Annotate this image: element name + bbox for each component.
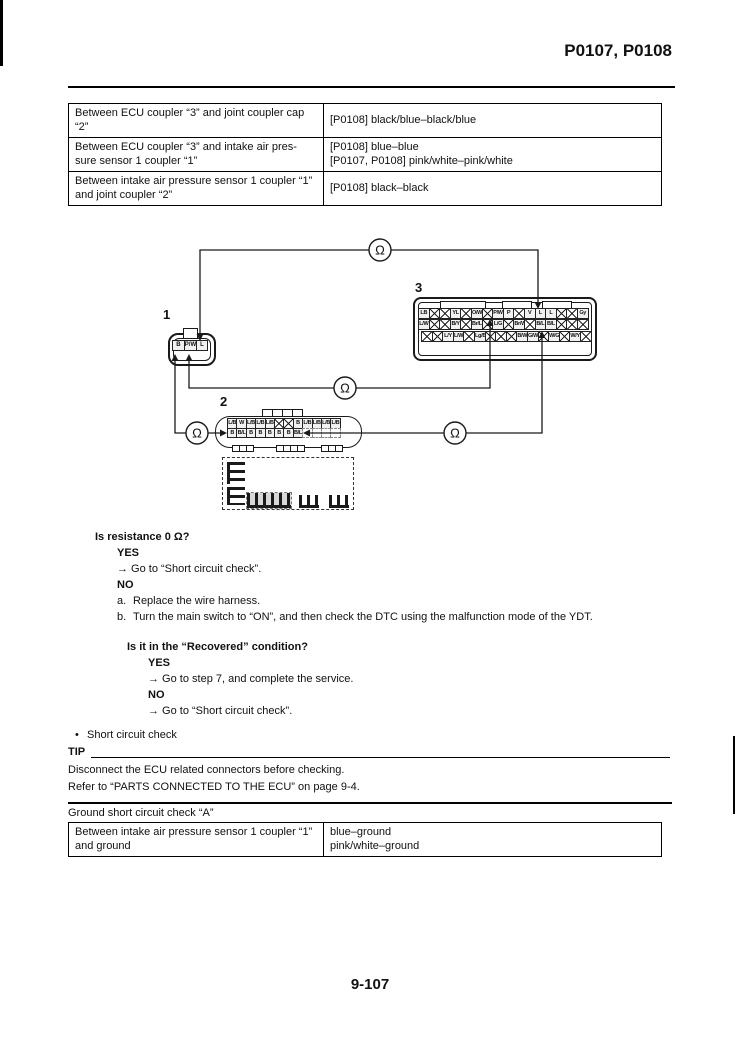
result-line: [P0108] black/blue–black/blue xyxy=(330,113,477,126)
wire-top-loop xyxy=(199,249,539,334)
ground-check-table: Between intake air pressure sensor 1 cou… xyxy=(68,822,662,857)
tip-line: Disconnect the ECU related connectors be… xyxy=(68,764,345,776)
connector-2-bottom-tabs xyxy=(276,445,305,452)
no-label: NO xyxy=(148,689,165,701)
tip-label: TIP xyxy=(68,746,86,758)
probe-arrow xyxy=(171,354,179,361)
check-item-cell: Between intake air pressure sensor 1 cou… xyxy=(68,171,324,206)
bullet-glyph: • xyxy=(75,729,79,741)
busbar-comb xyxy=(227,462,245,484)
bullet-item: • Short circuit check xyxy=(75,728,177,742)
probe-arrow xyxy=(538,331,546,338)
busbar-comb xyxy=(246,492,292,509)
probe-arrow xyxy=(303,429,310,437)
connector-tab xyxy=(335,445,343,452)
table-row: Between ECU coupler “3” and intake air p… xyxy=(68,137,662,172)
step-text: Turn the main switch to “ON”, and then c… xyxy=(133,611,593,623)
connector-2-bottom-tabs xyxy=(232,445,254,452)
header-rule xyxy=(68,86,675,88)
pin-cell-Gy: Gy xyxy=(576,308,589,319)
wiring-svg: Ω Ω Ω Ω xyxy=(171,238,546,445)
ohmmeter-symbol: Ω xyxy=(443,421,467,445)
pin-cell-blocked xyxy=(576,319,589,330)
probe-arrow xyxy=(534,302,542,309)
check-item-cell: Between ECU coupler “3” and intake air p… xyxy=(68,137,324,172)
probe-arrow xyxy=(220,429,227,437)
check-result-cell: [P0108] black/blue–black/blue xyxy=(323,103,662,138)
scan-edge-mark xyxy=(0,0,3,66)
ohm-glyph: Ω xyxy=(340,381,350,396)
ohmmeter-symbol: Ω xyxy=(185,421,209,445)
ohmmeter-symbol: Ω xyxy=(333,376,357,400)
wiring-check-table: Between ECU coupler “3” and joint couple… xyxy=(68,103,662,206)
table-row: Between intake air pressure sensor 1 cou… xyxy=(68,171,662,206)
connector-1-label: 1 xyxy=(163,307,171,322)
probe-arrow xyxy=(185,354,193,361)
probe-arrow xyxy=(196,334,204,341)
tip-line: Refer to “PARTS CONNECTED TO THE ECU” on… xyxy=(68,781,360,793)
result-line: [P0108] blue–blue xyxy=(330,141,419,153)
page-title: P0107, P0108 xyxy=(564,41,672,60)
pin-cell-L: L xyxy=(195,340,209,351)
recovered-question: Is it in the “Recovered” condition? xyxy=(127,641,308,653)
ground-check-heading: Ground short circuit check “A” xyxy=(68,807,214,819)
yes-action: → Go to “Short circuit check”. xyxy=(117,563,262,575)
connector-2-label: 2 xyxy=(220,394,228,409)
ohm-glyph: Ω xyxy=(450,426,460,441)
connector-2-bottom-tabs xyxy=(321,445,343,452)
no-step: b. Turn the main switch to “ON”, and then… xyxy=(117,610,593,624)
result-line: pink/white–ground xyxy=(330,839,420,852)
page-number: 9-107 xyxy=(350,976,390,993)
check-result-cell: [P0108] blue–blue [P0107, P0108] pink/wh… xyxy=(323,137,662,172)
wire-bottom-loop xyxy=(174,338,543,434)
no-action: → Go to “Short circuit check”. xyxy=(148,705,293,717)
check-item-cell: Between intake air pressure sensor 1 cou… xyxy=(68,822,324,857)
ohm-glyph: Ω xyxy=(192,426,202,441)
table-row: Between ECU coupler “3” and joint couple… xyxy=(68,103,662,138)
step-marker: a. xyxy=(117,595,127,607)
scan-edge-mark xyxy=(733,736,735,814)
busbar-comb xyxy=(299,495,319,508)
bullet-text: Short circuit check xyxy=(87,729,177,741)
ohmmeter-symbol: Ω xyxy=(368,238,392,262)
probe-arrow xyxy=(486,319,494,326)
busbar-comb xyxy=(227,487,245,505)
check-result-cell: blue–ground pink/white–ground xyxy=(323,822,662,857)
resistance-question: Is resistance 0 Ω? xyxy=(95,531,190,543)
check-item-cell: Between ECU coupler “3” and joint couple… xyxy=(68,103,324,138)
connector-tab xyxy=(292,409,303,417)
probe-arrows xyxy=(171,302,546,437)
no-label: NO xyxy=(117,579,134,591)
tip-rule xyxy=(91,757,670,759)
result-line: blue–ground xyxy=(330,826,392,838)
connector-1-notch xyxy=(183,328,198,339)
ohm-glyph: Ω xyxy=(375,243,385,258)
step-text: Replace the wire harness. xyxy=(133,595,261,607)
connector-tab xyxy=(246,445,254,452)
check-result-cell: [P0108] black–black xyxy=(323,171,662,206)
yes-label: YES xyxy=(117,547,140,559)
yes-action: → Go to step 7, and complete the service… xyxy=(148,673,354,685)
pin-cell-blocked xyxy=(579,331,592,342)
connector-tab xyxy=(297,445,305,452)
result-line: [P0107, P0108] pink/white–pink/white xyxy=(330,154,513,167)
busbar-comb xyxy=(329,495,349,508)
step-marker: b. xyxy=(117,611,127,623)
section-rule xyxy=(68,802,672,804)
no-step: a. Replace the wire harness. xyxy=(117,594,260,608)
yes-label: YES xyxy=(148,657,171,669)
connector-3-label: 3 xyxy=(415,280,423,295)
table-row: Between intake air pressure sensor 1 cou… xyxy=(68,822,662,857)
connector-2-top-tabs xyxy=(262,409,303,417)
result-line: [P0108] black–black xyxy=(330,181,429,194)
joint-coupler-box xyxy=(222,457,354,510)
